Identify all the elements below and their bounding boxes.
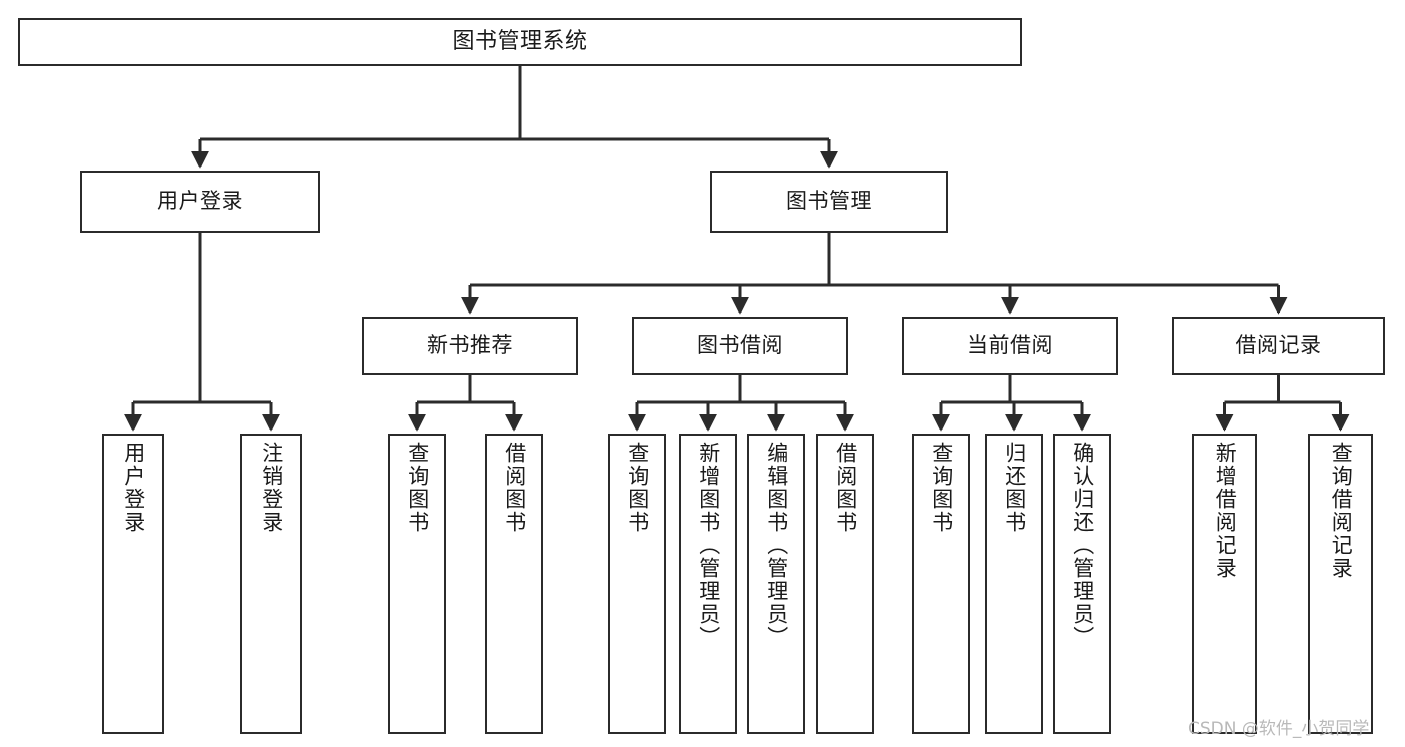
node-label: 新书推荐 <box>427 333 513 358</box>
node-leaf-borrow-book-rec[interactable]: 借阅图书 <box>485 434 543 734</box>
node-user-login[interactable]: 用户登录 <box>80 171 320 233</box>
node-root[interactable]: 图书管理系统 <box>18 18 1022 66</box>
node-leaf-query-book-b[interactable]: 查询图书 <box>608 434 666 734</box>
node-leaf-query-record[interactable]: 查询借阅记录 <box>1308 434 1373 734</box>
node-leaf-confirm-return[interactable]: 确认归还（管理员） <box>1053 434 1111 734</box>
node-label: 用户登录 <box>157 189 243 214</box>
node-new-book-rec[interactable]: 新书推荐 <box>362 317 578 375</box>
node-label: 新增图书（管理员） <box>696 442 721 649</box>
node-leaf-add-book[interactable]: 新增图书（管理员） <box>679 434 737 734</box>
node-label: 当前借阅 <box>967 333 1053 358</box>
node-leaf-borrow-book-b[interactable]: 借阅图书 <box>816 434 874 734</box>
node-leaf-logout[interactable]: 注销登录 <box>240 434 302 734</box>
node-label: 归还图书 <box>1002 442 1027 534</box>
node-label: 图书借阅 <box>697 333 783 358</box>
node-label: 查询图书 <box>625 442 650 534</box>
node-label: 编辑图书（管理员） <box>764 442 789 649</box>
node-leaf-add-record[interactable]: 新增借阅记录 <box>1192 434 1257 734</box>
node-label: 查询图书 <box>929 442 954 534</box>
node-book-manage[interactable]: 图书管理 <box>710 171 948 233</box>
node-current-borrow[interactable]: 当前借阅 <box>902 317 1118 375</box>
node-leaf-edit-book[interactable]: 编辑图书（管理员） <box>747 434 805 734</box>
node-label: 借阅图书 <box>833 442 858 534</box>
node-label: 借阅记录 <box>1235 333 1322 358</box>
node-leaf-query-book-rec[interactable]: 查询图书 <box>388 434 446 734</box>
node-label: 用户登录 <box>121 442 146 534</box>
node-label: 图书管理 <box>786 189 872 214</box>
node-label: 注销登录 <box>259 442 284 534</box>
node-label: 借阅图书 <box>502 442 527 534</box>
node-label: 查询借阅记录 <box>1329 442 1354 580</box>
node-label: 查询图书 <box>405 442 430 534</box>
node-leaf-query-book-c[interactable]: 查询图书 <box>912 434 970 734</box>
node-book-borrow[interactable]: 图书借阅 <box>632 317 848 375</box>
node-leaf-user-login[interactable]: 用户登录 <box>102 434 164 734</box>
csdn-watermark: CSDN @软件_小贺同学 <box>1188 719 1370 739</box>
node-label: 确认归还（管理员） <box>1070 442 1095 649</box>
node-label: 新增借阅记录 <box>1213 442 1238 580</box>
node-label: 图书管理系统 <box>452 28 588 54</box>
node-leaf-return-book[interactable]: 归还图书 <box>985 434 1043 734</box>
node-borrow-record[interactable]: 借阅记录 <box>1172 317 1385 375</box>
